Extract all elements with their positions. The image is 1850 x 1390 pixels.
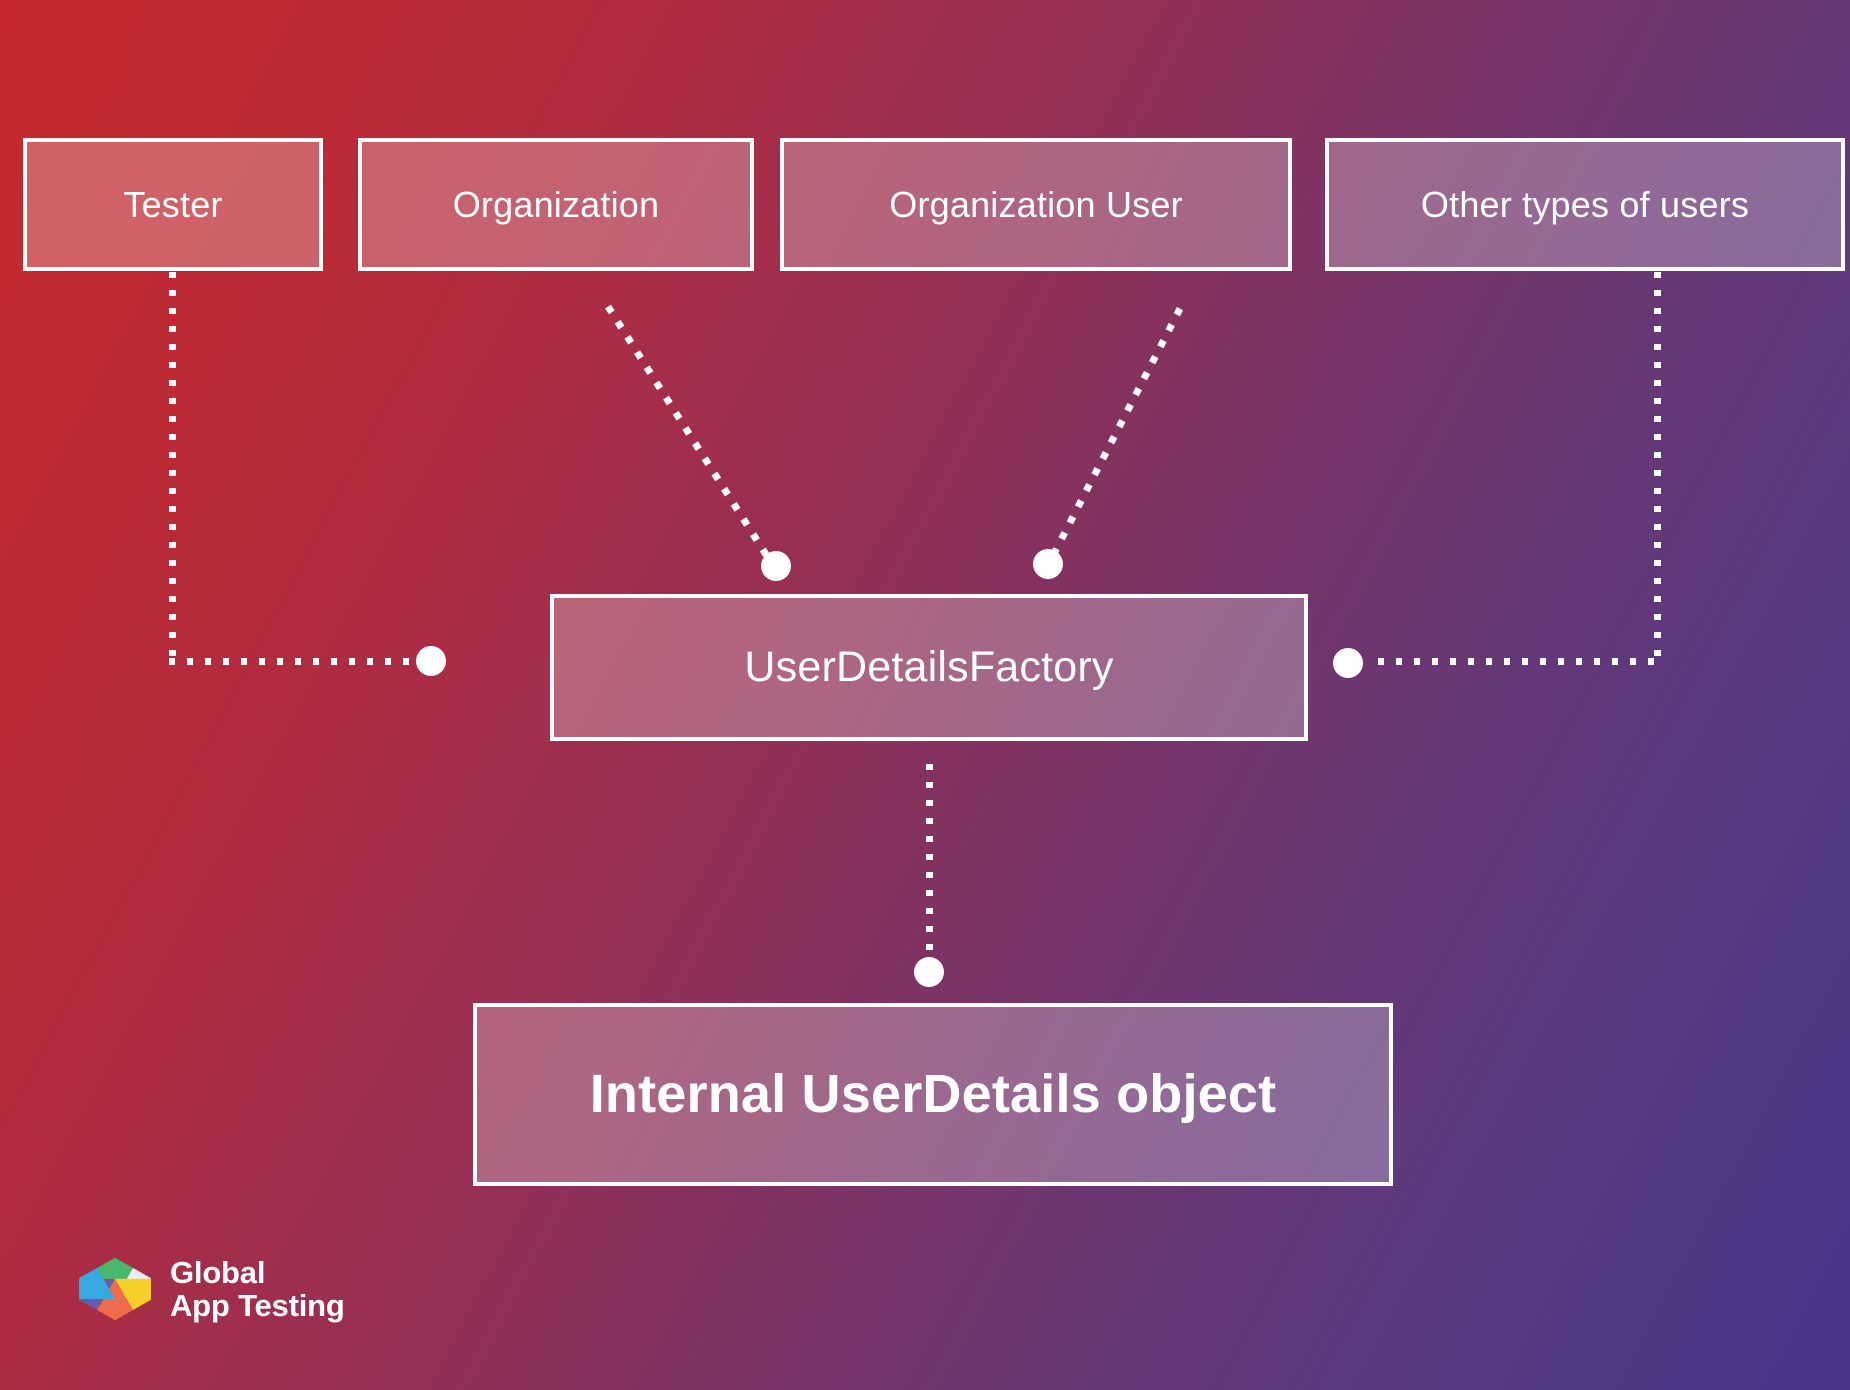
node-tester-label: Tester: [123, 183, 223, 225]
node-other-types-of-users[interactable]: Other types of users: [1325, 138, 1845, 271]
connector-other-users-vertical: [1654, 272, 1661, 664]
node-organization[interactable]: Organization: [358, 138, 754, 271]
connector-endpoint-dot-tester: [416, 646, 446, 676]
connector-endpoint-dot-organization-user: [1033, 549, 1063, 579]
brand-logo-line1: Global: [170, 1254, 266, 1290]
connector-organization-diagonal: [605, 304, 779, 571]
connector-internal-vertical: [926, 764, 933, 968]
connector-tester-vertical: [169, 272, 176, 664]
brand-logo: Global App Testing: [76, 1250, 345, 1328]
node-tester[interactable]: Tester: [23, 138, 323, 271]
brand-logo-line2: App Testing: [170, 1288, 345, 1323]
connector-endpoint-dot-organization: [761, 551, 791, 581]
connector-endpoint-dot-internal: [914, 957, 944, 987]
node-user-details-factory[interactable]: UserDetailsFactory: [550, 594, 1308, 741]
node-other-types-of-users-label: Other types of users: [1420, 183, 1750, 225]
connector-organization-user-diagonal: [1044, 306, 1184, 569]
node-internal-user-details-object-label: Internal UserDetails object: [589, 1064, 1277, 1125]
global-app-testing-hexagon-icon: [79, 1257, 151, 1321]
connector-endpoint-dot-other-users: [1333, 648, 1363, 678]
connector-other-users-horizontal: [1378, 658, 1658, 665]
connector-tester-horizontal: [169, 658, 427, 665]
node-organization-user[interactable]: Organization User: [780, 138, 1292, 271]
node-internal-user-details-object[interactable]: Internal UserDetails object: [473, 1003, 1393, 1186]
node-organization-user-label: Organization User: [889, 183, 1183, 225]
node-user-details-factory-label: UserDetailsFactory: [744, 642, 1114, 691]
node-organization-label: Organization: [452, 183, 660, 225]
brand-logo-wordmark: Global App Testing: [170, 1254, 345, 1323]
